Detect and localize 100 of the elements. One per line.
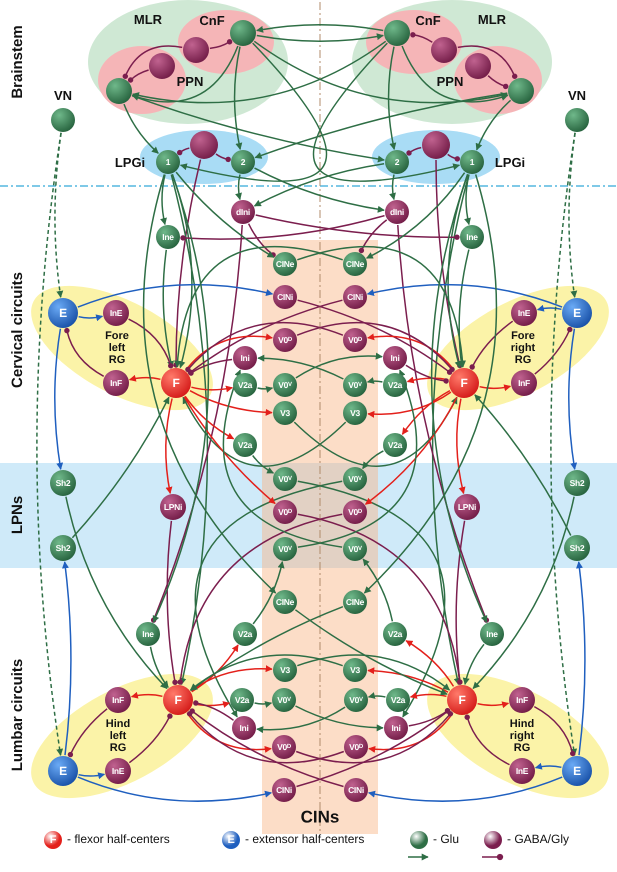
region-label: MLR: [134, 12, 162, 28]
arrow: [160, 174, 168, 226]
neuron-node: V3: [343, 658, 367, 682]
arrow: [123, 104, 159, 154]
arrow: [254, 163, 384, 207]
arrow: [36, 132, 64, 756]
region-band: [0, 463, 617, 568]
inhibitory-connector: [248, 223, 276, 258]
arrow: [298, 480, 446, 718]
neuron-node: CINe: [343, 590, 367, 614]
arrow: [191, 385, 233, 392]
arrow: [367, 391, 452, 418]
inhibitory-connector: [408, 708, 450, 727]
inhibitory-connector: [128, 69, 149, 83]
neuron-node: CINe: [273, 590, 297, 614]
neuron-node: LPNi: [454, 494, 480, 520]
arrow: [128, 374, 161, 382]
band-label: CINs: [300, 808, 340, 828]
arrow: [143, 174, 276, 594]
arrow: [252, 455, 274, 474]
arrow: [150, 646, 169, 688]
arrow: [294, 609, 448, 696]
arrow: [190, 665, 273, 692]
neuron-node: Ini: [233, 346, 257, 370]
arrow: [366, 284, 562, 308]
inhibitory-connector: [122, 45, 182, 79]
arrow: [576, 561, 586, 756]
arrow: [174, 246, 343, 368]
neuron-node: Sh2: [50, 470, 76, 496]
inhibitory-connector: [180, 214, 385, 241]
neuron-node: V2a: [383, 622, 407, 646]
inhibitory-connector: [406, 146, 422, 156]
inhibitory-connector: [358, 219, 388, 254]
inhibitory-connector: [68, 708, 108, 758]
region-label: PPN: [436, 74, 464, 90]
neuron-node: V3: [343, 401, 367, 425]
inhibitory-connector: [297, 299, 452, 375]
arrow: [410, 692, 447, 700]
inhibitory-connector: [128, 713, 173, 764]
neuron-node: V2a: [233, 622, 257, 646]
arrow: [54, 328, 64, 470]
neuron-node: V2a: [233, 433, 257, 457]
arrow: [62, 561, 72, 756]
arrow: [362, 450, 384, 470]
neuron-node: Ine: [156, 225, 180, 249]
region-label: Hind left RG: [104, 718, 132, 754]
arrow: [464, 174, 472, 226]
neuron-node: V2a: [230, 688, 254, 712]
arrow: [254, 700, 272, 708]
arrow: [474, 394, 572, 536]
arrow: [447, 174, 468, 368]
arrow: [368, 692, 386, 700]
arrow: [472, 496, 575, 690]
node-label: VN: [54, 88, 72, 104]
inhibitory-connector: [458, 45, 518, 79]
arrow: [254, 40, 508, 104]
arrow: [362, 558, 394, 622]
region-label: Hind right RG: [508, 718, 536, 754]
arrow: [182, 396, 346, 467]
arrow: [388, 46, 396, 150]
neuron-node: V2a: [383, 433, 407, 457]
arrow: [180, 42, 328, 182]
arrow: [186, 712, 272, 753]
region-band: [262, 240, 378, 834]
band-label: LPNs: [10, 496, 26, 534]
neuron-node: Sh2: [564, 470, 590, 496]
inhibitory-connector: [216, 153, 231, 162]
inhibitory-connector: [193, 700, 234, 721]
inhibitory-connector: [186, 711, 344, 764]
arrow: [534, 762, 562, 770]
neuron-node: dIni: [231, 200, 255, 224]
inhibitory-connector: [534, 326, 572, 375]
arrow: [54, 132, 64, 298]
region-label: CnF: [415, 14, 441, 28]
inhibitory-connector: [406, 364, 449, 384]
neuron-node: Ini: [383, 346, 407, 370]
arrow: [78, 772, 106, 780]
arrow: [477, 701, 510, 708]
arrow: [252, 561, 284, 624]
arrow: [297, 246, 466, 368]
inhibitory-connector: [488, 75, 508, 90]
inhibitory-connector: [397, 224, 490, 623]
section-label: Brainstem: [10, 25, 26, 99]
node-label: VN: [568, 88, 586, 104]
neuron-node: V3: [273, 401, 297, 425]
arrow: [295, 705, 384, 732]
arrow: [184, 396, 234, 440]
arrow: [462, 644, 485, 685]
neuron-node: Ini: [232, 716, 256, 740]
neuron-node: Ini: [384, 716, 408, 740]
arrow: [176, 172, 274, 258]
arrow: [165, 398, 173, 494]
arrow: [257, 386, 274, 393]
region-label: CnF: [199, 14, 225, 28]
arrow: [456, 398, 466, 494]
arrow: [152, 174, 209, 623]
arrow: [130, 692, 163, 699]
arrow: [402, 390, 450, 435]
arrow: [257, 354, 344, 380]
arrow: [190, 654, 343, 691]
